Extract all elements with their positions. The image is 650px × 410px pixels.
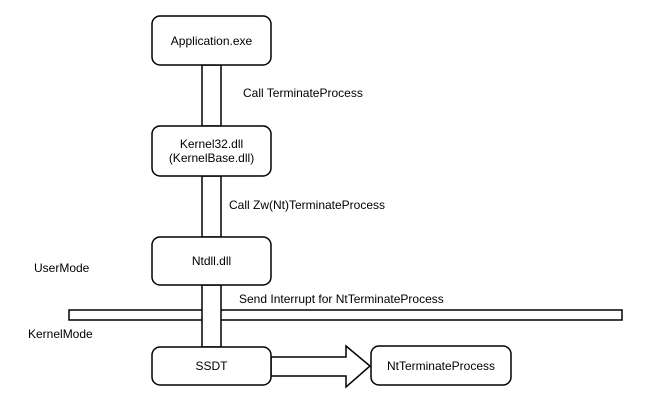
mode-label-user: UserMode — [34, 261, 90, 275]
node-kernel32-label-line2: (KernelBase.dll) — [169, 151, 254, 165]
connector-kernel32-to-ntdll — [201, 175, 222, 238]
node-ssdt: SSDT — [151, 346, 272, 386]
edge-label-call-zw-terminateprocess: Call Zw(Nt)TerminateProcess — [229, 198, 385, 212]
node-ntdll-label: Ntdll.dll — [192, 254, 231, 268]
edge-label-call-terminateprocess: Call TerminateProcess — [243, 86, 363, 100]
node-ssdt-label: SSDT — [195, 359, 228, 373]
node-ntterminateprocess-label: NtTerminateProcess — [387, 359, 495, 373]
node-application-label: Application.exe — [171, 34, 253, 48]
node-application: Application.exe — [151, 15, 272, 66]
user-kernel-boundary-bar — [68, 309, 623, 321]
connector-ntdll-to-ssdt — [201, 284, 222, 348]
node-kernel32: Kernel32.dll (KernelBase.dll) — [151, 125, 272, 177]
connector-app-to-kernel32 — [201, 64, 222, 127]
node-ntdll: Ntdll.dll — [151, 236, 272, 286]
hollow-arrow-ssdt-to-ntterminate — [270, 344, 372, 389]
node-ntterminateprocess: NtTerminateProcess — [370, 345, 512, 386]
mode-label-kernel: KernelMode — [28, 327, 93, 341]
node-kernel32-label-line1: Kernel32.dll — [180, 137, 243, 151]
edge-label-send-interrupt: Send Interrupt for NtTerminateProcess — [239, 292, 444, 306]
